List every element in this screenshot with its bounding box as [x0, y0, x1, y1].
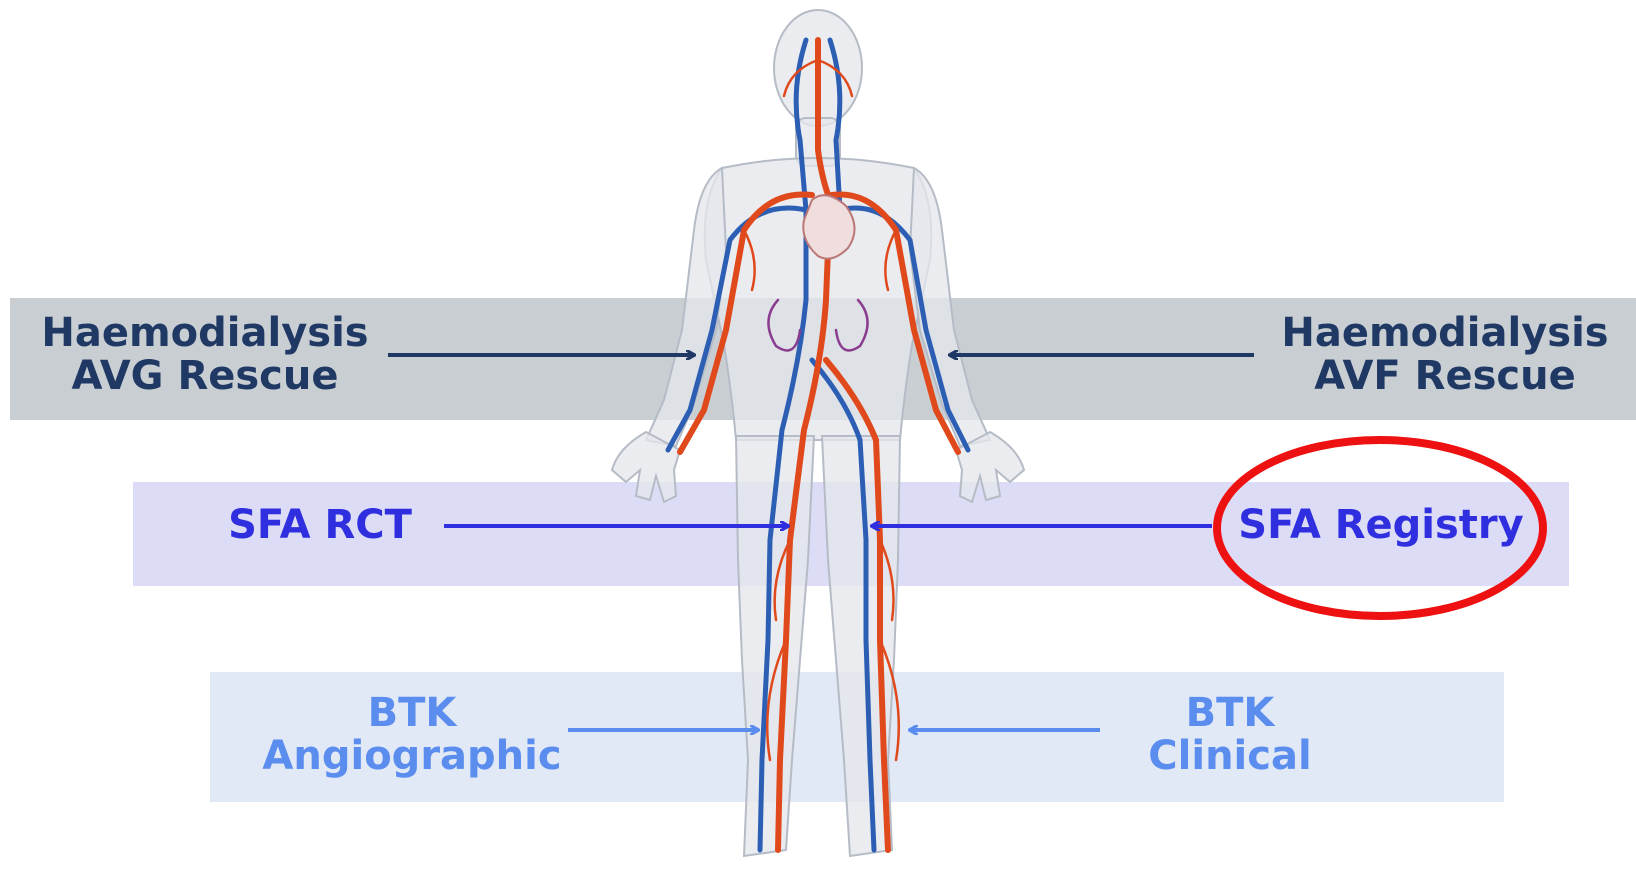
btk-clinical-label: BTK Clinical	[1120, 692, 1340, 778]
btk-angiographic-label: BTK Angiographic	[262, 692, 562, 778]
haemodialysis-avf-line2: AVF Rescue	[1270, 355, 1620, 398]
haemodialysis-avf-label: Haemodialysis AVF Rescue	[1270, 312, 1620, 398]
btk-clinical-line1: BTK	[1120, 692, 1340, 735]
sfa-registry-text: SFA Registry	[1226, 504, 1536, 547]
haemodialysis-avg-line2: AVG Rescue	[30, 355, 380, 398]
sfa-rct-label: SFA RCT	[200, 504, 440, 547]
btk-clinical-line2: Clinical	[1120, 735, 1340, 778]
sfa-registry-label: SFA Registry	[1226, 504, 1536, 547]
btk-angiographic-line2: Angiographic	[262, 735, 562, 778]
haemodialysis-avg-label: Haemodialysis AVG Rescue	[30, 312, 380, 398]
haemodialysis-avg-line1: Haemodialysis	[30, 312, 380, 355]
btk-angiographic-line1: BTK	[262, 692, 562, 735]
haemodialysis-avf-line1: Haemodialysis	[1270, 312, 1620, 355]
sfa-rct-text: SFA RCT	[200, 504, 440, 547]
